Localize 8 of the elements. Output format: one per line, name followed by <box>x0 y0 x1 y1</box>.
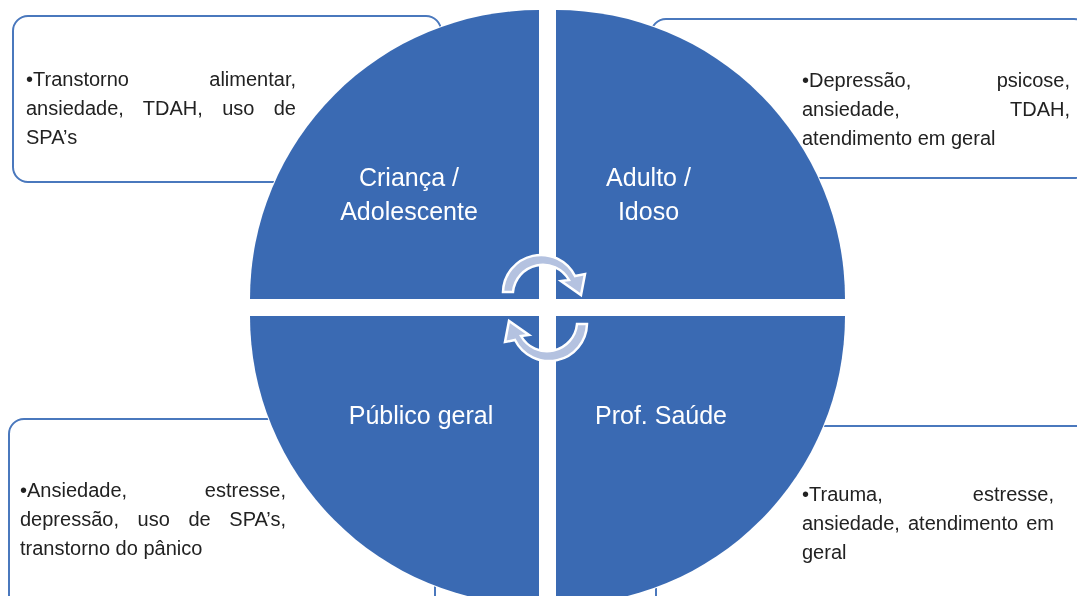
bullet-text: •Transtorno alimentar, ansiedade, TDAH, uso de SPA’s <box>26 67 296 150</box>
bullet-text: •Trauma, estresse, ansiedade, atendimento em geral <box>802 482 1054 565</box>
quadrant-label: Adulto / Idoso <box>605 162 692 227</box>
bullet-text: •Ansiedade, estresse, depressão, uso de SPA’s, transtorno do pânico <box>20 478 286 561</box>
quadrant-label: Público geral <box>347 400 495 431</box>
bullet-text: •Depressão, psicose, ansiedade, TDAH, atendimento em geral <box>802 68 1070 151</box>
quadrant-label: Prof. Saúde <box>594 400 728 431</box>
quadrant-label: Criança / Adolescente <box>339 162 479 227</box>
